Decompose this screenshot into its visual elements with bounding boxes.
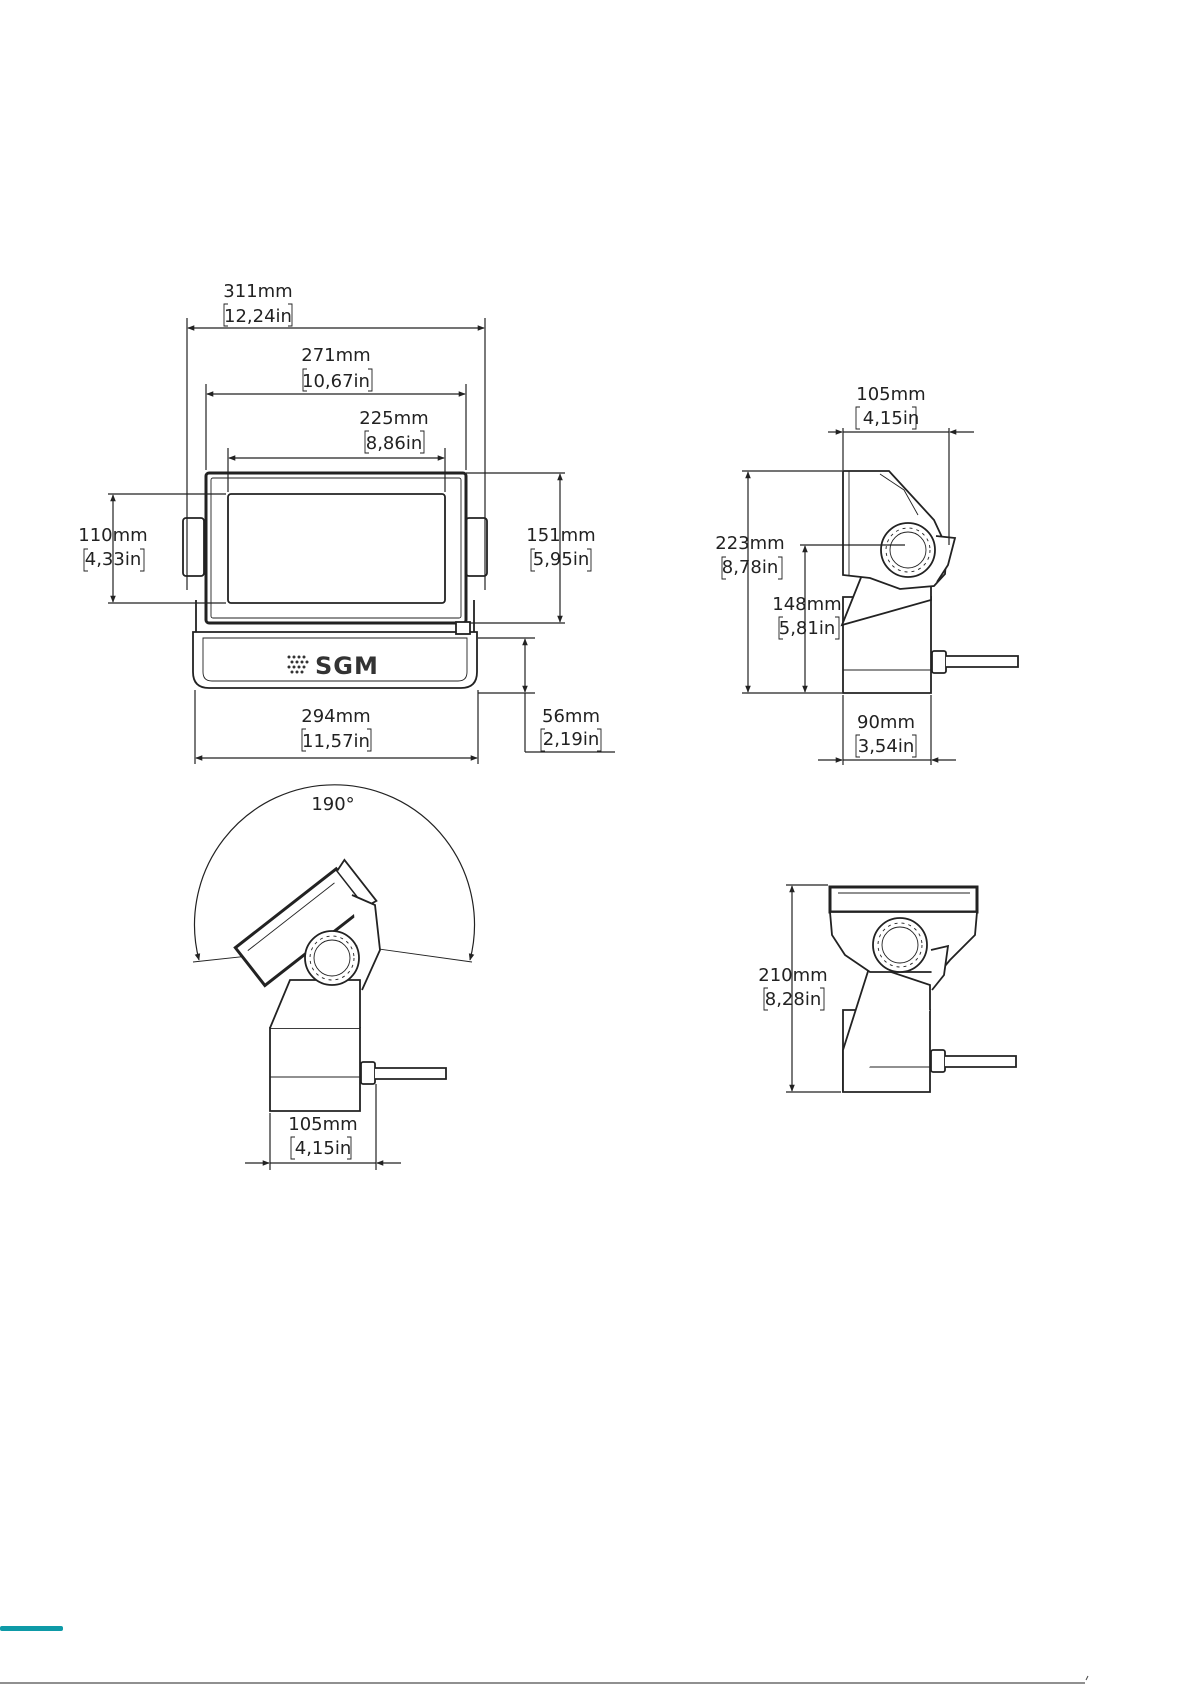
- down-head: [830, 887, 977, 912]
- dim-side-overall-height-in: 8,78in: [722, 557, 779, 578]
- front-lens: [228, 494, 445, 603]
- dim-housing-height-in: 5,95in: [533, 549, 590, 570]
- dim-housing-height-mm: 151mm: [526, 525, 595, 546]
- front-view: SGM 311mm 12,24in 271mm 10,67in 225mm 8,…: [78, 281, 615, 764]
- accent-bar: [0, 1626, 63, 1631]
- dim-overall-width-mm: 311mm: [223, 281, 292, 302]
- left-yoke-knob: [183, 518, 204, 576]
- tilt-pivot-knob: [305, 931, 359, 985]
- dim-side-top-depth-mm: 105mm: [856, 384, 925, 405]
- dim-base-height-mm: 56mm: [542, 706, 600, 727]
- tilt-base: [270, 1028, 360, 1111]
- side-view: 105mm 4,15in 223mm 8,78in 148mm 5,81in 9…: [715, 384, 1018, 765]
- dim-side-base-depth-mm: 90mm: [857, 712, 915, 733]
- dim-tilt-base-depth-mm: 105mm: [288, 1114, 357, 1135]
- dim-side-base-depth-in: 3,54in: [858, 736, 915, 757]
- dim-tilt-angle: 190°: [311, 794, 354, 815]
- side-pivot-knob: [881, 523, 935, 577]
- dim-side-pivot-height-mm: 148mm: [772, 594, 841, 615]
- logo-text: SGM: [315, 652, 379, 680]
- dim-base-height-in: 2,19in: [543, 729, 600, 750]
- dim-side-overall-height-mm: 223mm: [715, 533, 784, 554]
- dim-housing-width-mm: 271mm: [301, 345, 370, 366]
- right-yoke-knob: [466, 518, 487, 576]
- dim-lens-width-mm: 225mm: [359, 408, 428, 429]
- dim-side-top-depth-in: 4,15in: [863, 408, 920, 429]
- dim-down-height-in: 8,28in: [765, 989, 822, 1010]
- dim-housing-width-in: 10,67in: [302, 371, 370, 392]
- dim-down-height-mm: 210mm: [758, 965, 827, 986]
- dim-tilt-base-depth-in: 4,15in: [295, 1138, 352, 1159]
- dim-side-pivot-height-in: 5,81in: [779, 618, 836, 639]
- tilt-view: 190° 105mm 4,15in: [193, 785, 475, 1170]
- dim-lens-width-in: 8,86in: [366, 433, 423, 454]
- dim-base-width-mm: 294mm: [301, 706, 370, 727]
- down-pivot-knob: [873, 918, 927, 972]
- dim-lens-height-mm: 110mm: [78, 525, 147, 546]
- down-view: 210mm 8,28in: [758, 885, 1016, 1092]
- dim-lens-height-in: 4,33in: [85, 549, 142, 570]
- dim-overall-width-in: 12,24in: [224, 306, 292, 327]
- dim-base-width-in: 11,57in: [302, 731, 370, 752]
